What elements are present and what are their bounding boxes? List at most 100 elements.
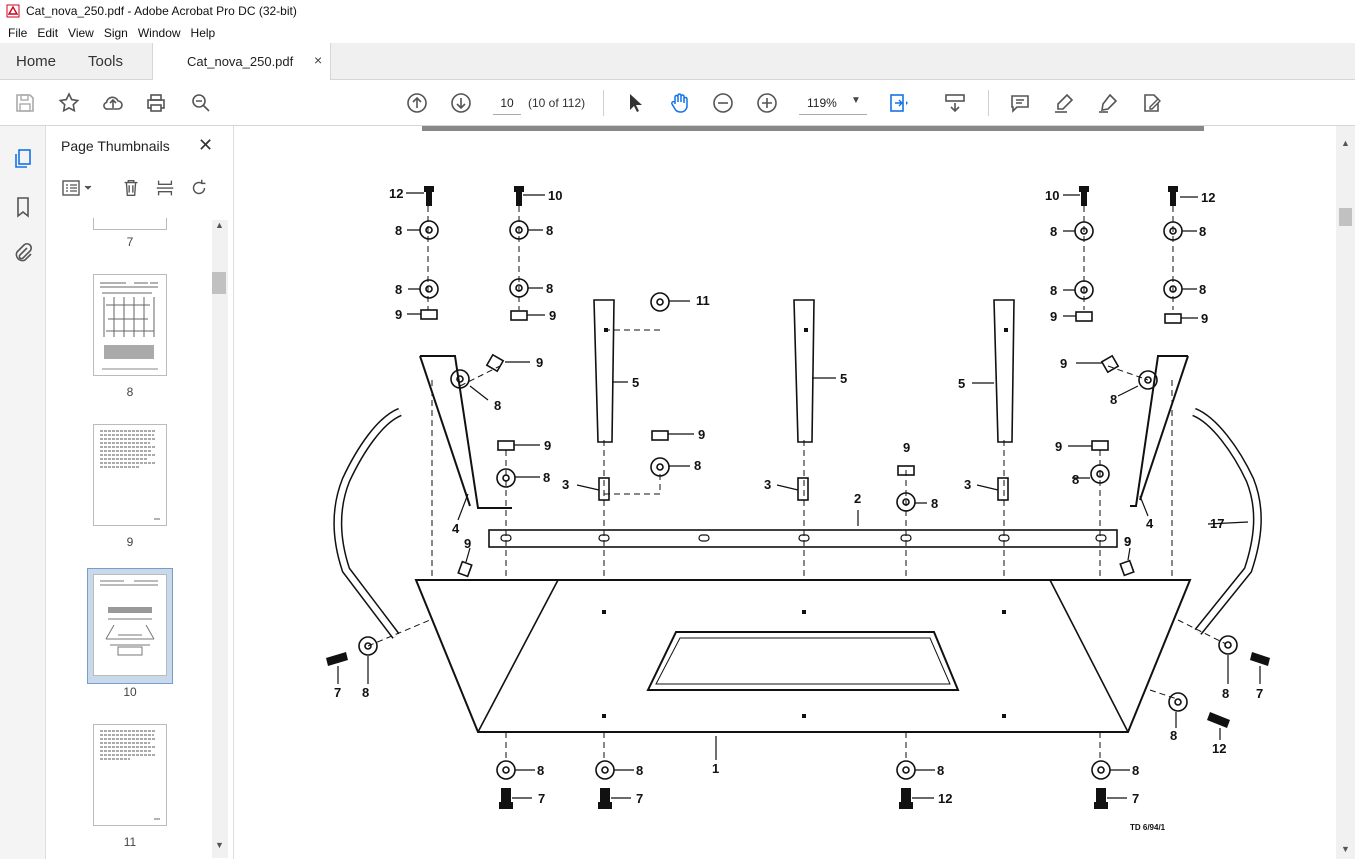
scroll-down-icon[interactable]: ▼ [1341, 844, 1350, 854]
sign-pen-icon[interactable] [1095, 90, 1121, 116]
scroll-mode-icon[interactable] [942, 90, 968, 116]
close-tab-icon[interactable]: × [314, 52, 323, 68]
page-thumbnail[interactable] [93, 724, 167, 826]
extract-page-icon[interactable] [153, 176, 177, 200]
page-up-icon[interactable] [404, 90, 430, 116]
menu-help[interactable]: Help [190, 25, 216, 40]
comment-icon[interactable] [1007, 90, 1033, 116]
page-top-border [422, 126, 1204, 131]
part-number-label: 9 [536, 355, 543, 370]
save-icon[interactable] [12, 90, 38, 116]
cross-bar [488, 529, 1118, 548]
page-count-label: (10 of 112) [528, 96, 586, 110]
part-number-label: 12 [938, 791, 952, 806]
delete-page-icon[interactable] [119, 176, 143, 200]
part-number-label: 10 [1045, 188, 1059, 203]
thumbnail-label: 9 [126, 535, 134, 549]
part-number-label: 8 [543, 470, 550, 485]
part-number-label: 8 [1199, 224, 1206, 239]
menu-sign[interactable]: Sign [103, 25, 128, 40]
menu-view[interactable]: View [68, 25, 94, 40]
part-number-label: 7 [636, 791, 643, 806]
tab-bar: Home Tools Cat_nova_250.pdf × [0, 43, 1355, 81]
part-number-label: 8 [1072, 472, 1079, 487]
menu-window[interactable]: Window [137, 25, 181, 40]
part-number-label: 8 [362, 685, 369, 700]
part-number-label: 7 [334, 685, 341, 700]
scroll-up-icon[interactable]: ▲ [215, 220, 224, 230]
part-number-label: 7 [1132, 791, 1139, 806]
part-number-label: 9 [1124, 534, 1131, 549]
attachments-icon[interactable] [10, 240, 36, 266]
part-number-label: 8 [1132, 763, 1139, 778]
document-scrollbar[interactable]: ▲ ▼ [1336, 126, 1355, 859]
toolbar-separator [988, 90, 989, 116]
page-number-input[interactable] [493, 91, 521, 115]
menu-file[interactable]: File [8, 25, 28, 40]
part-number-label: 7 [1256, 686, 1263, 701]
thumbnail-label: 10 [123, 685, 137, 699]
left-navigation-rail [0, 126, 46, 859]
hand-icon[interactable] [666, 90, 692, 116]
part-number-label: 9 [549, 308, 556, 323]
part-number-label: 12 [389, 186, 403, 201]
fit-page-icon[interactable] [886, 90, 912, 116]
page-thumbnail-selected[interactable] [93, 574, 167, 676]
part-number-label: 8 [1050, 283, 1057, 298]
main-toolbar: (10 of 112) 119% ▼ [0, 80, 1355, 126]
part-number-label: 11 [696, 293, 710, 308]
scroll-down-icon[interactable]: ▼ [215, 840, 224, 850]
part-number-label: 10 [548, 188, 562, 203]
zoom-select[interactable]: 119% ▼ [799, 91, 867, 115]
part-number-label: 9 [544, 438, 551, 453]
document-scroll-thumb[interactable] [1339, 208, 1352, 226]
tab-home[interactable]: Home [16, 53, 57, 70]
print-icon[interactable] [143, 90, 169, 116]
window-title: Cat_nova_250.pdf - Adobe Acrobat Pro DC … [26, 4, 297, 18]
panel-scrollbar[interactable]: ▲ ▼ [212, 220, 228, 858]
acrobat-app-icon [6, 4, 20, 18]
page-thumbnails-icon[interactable] [10, 146, 36, 172]
part-number-label: 2 [854, 491, 861, 506]
part-number-label: 4 [1146, 516, 1154, 531]
drawing-code: TD 6/94/1 [1130, 823, 1166, 832]
part-number-label: 9 [464, 536, 471, 551]
part-number-label: 3 [964, 477, 971, 492]
tab-tools[interactable]: Tools [88, 53, 124, 70]
part-number-label: 12 [1212, 741, 1226, 756]
tab-document[interactable]: Cat_nova_250.pdf × [152, 43, 331, 81]
part-number-label: 8 [1110, 392, 1117, 407]
zoom-search-icon[interactable] [188, 90, 214, 116]
part-number-label: 3 [764, 477, 771, 492]
menu-edit[interactable]: Edit [37, 25, 59, 40]
bookmarks-icon[interactable] [10, 194, 36, 220]
fill-sign-icon[interactable] [1139, 90, 1165, 116]
scroll-up-icon[interactable]: ▲ [1341, 138, 1350, 148]
close-panel-icon[interactable]: ✕ [198, 135, 214, 155]
thumbnail-options-icon[interactable] [60, 176, 96, 200]
page-thumbnail[interactable] [93, 424, 167, 526]
zoom-in-icon[interactable] [754, 90, 780, 116]
zoom-out-icon[interactable] [710, 90, 736, 116]
part-number-label: 8 [1170, 728, 1177, 743]
toolbar-separator [603, 90, 604, 116]
part-number-label: 5 [958, 376, 965, 391]
rotate-page-icon[interactable] [187, 176, 211, 200]
part-number-label: 8 [537, 763, 544, 778]
part-number-label: 7 [538, 791, 545, 806]
document-tab-label: Cat_nova_250.pdf [187, 54, 294, 69]
part-number-label: 12 [1201, 190, 1215, 205]
page-thumbnail[interactable] [93, 218, 167, 230]
part-number-label: 8 [395, 223, 402, 238]
highlight-icon[interactable] [1051, 90, 1077, 116]
part-number-label: 9 [1201, 311, 1208, 326]
bookmark-star-icon[interactable] [56, 90, 82, 116]
part-number-label: 4 [452, 521, 460, 536]
part-number-label: 8 [395, 282, 402, 297]
page-down-icon[interactable] [448, 90, 474, 116]
select-arrow-icon[interactable] [622, 90, 648, 116]
upload-icon[interactable] [100, 90, 126, 116]
page-thumbnail[interactable] [93, 274, 167, 376]
panel-scroll-thumb[interactable] [212, 272, 226, 294]
